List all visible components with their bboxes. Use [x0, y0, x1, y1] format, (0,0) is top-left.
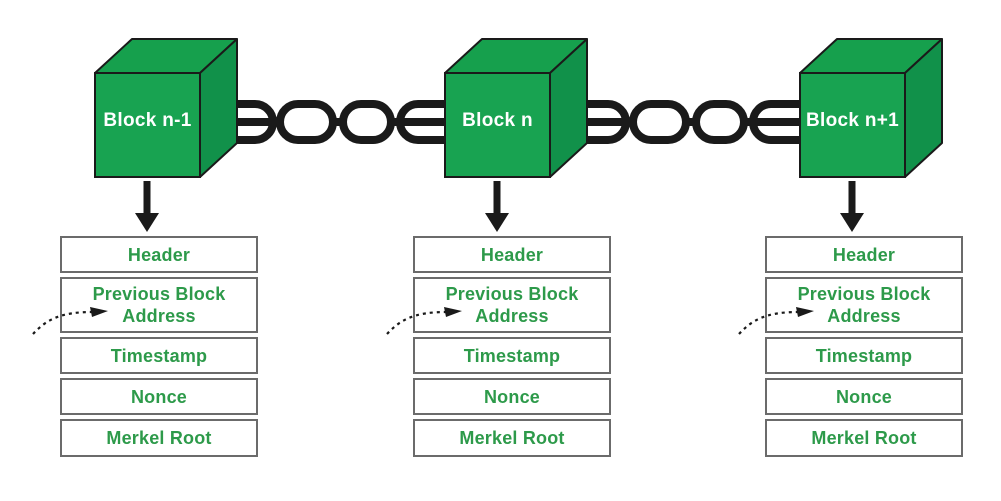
dashed-arrow-icon: [384, 304, 466, 338]
field-box-timestamp: Timestamp: [413, 337, 611, 374]
field-label: Header: [480, 244, 544, 265]
field-box-merkel-root: Merkel Root: [765, 419, 963, 457]
field-label: Previous Block Address: [445, 284, 579, 326]
field-label: Timestamp: [815, 345, 913, 366]
dashed-arrow-icon: [736, 304, 818, 338]
field-label: Merkel Root: [811, 428, 917, 448]
field-label: Header: [127, 244, 191, 265]
field-box-nonce: Nonce: [60, 378, 258, 415]
field-box-previous-block-address: Previous Block Address: [60, 277, 258, 333]
field-box-header: Header: [60, 236, 258, 273]
block-structure-list: Header Previous Block Address Timestamp …: [413, 236, 611, 457]
block-structure-list: Header Previous Block Address Timestamp …: [765, 236, 963, 457]
field-label: Merkel Root: [106, 428, 212, 448]
field-label: Nonce: [483, 386, 540, 407]
field-label: Header: [832, 244, 896, 265]
chain-link-icon: [206, 100, 464, 144]
chain-link-icon: [559, 100, 817, 144]
dashed-arrow-icon: [30, 304, 112, 338]
block-cube: [93, 37, 241, 179]
field-label: Previous Block Address: [92, 284, 226, 326]
block-cube: [443, 37, 591, 179]
block-label: Block n: [462, 110, 533, 131]
block-label: Block n+1: [806, 110, 899, 131]
field-box-merkel-root: Merkel Root: [413, 419, 611, 457]
field-box-timestamp: Timestamp: [765, 337, 963, 374]
field-label: Merkel Root: [459, 428, 565, 448]
field-label: Previous Block Address: [797, 284, 931, 326]
field-box-previous-block-address: Previous Block Address: [765, 277, 963, 333]
field-box-merkel-root: Merkel Root: [60, 419, 258, 457]
field-label: Nonce: [835, 386, 892, 407]
down-arrow-icon: [838, 181, 866, 233]
field-box-previous-block-address: Previous Block Address: [413, 277, 611, 333]
block-structure-list: Header Previous Block Address Timestamp …: [60, 236, 258, 457]
down-arrow-icon: [483, 181, 511, 233]
down-arrow-icon: [133, 181, 161, 233]
field-box-header: Header: [413, 236, 611, 273]
field-box-nonce: Nonce: [765, 378, 963, 415]
field-box-timestamp: Timestamp: [60, 337, 258, 374]
block-cube: [798, 37, 946, 179]
field-box-nonce: Nonce: [413, 378, 611, 415]
field-box-header: Header: [765, 236, 963, 273]
field-label: Nonce: [130, 386, 187, 407]
field-label: Timestamp: [463, 345, 561, 366]
field-label: Timestamp: [110, 345, 208, 366]
block-label: Block n-1: [103, 110, 192, 131]
